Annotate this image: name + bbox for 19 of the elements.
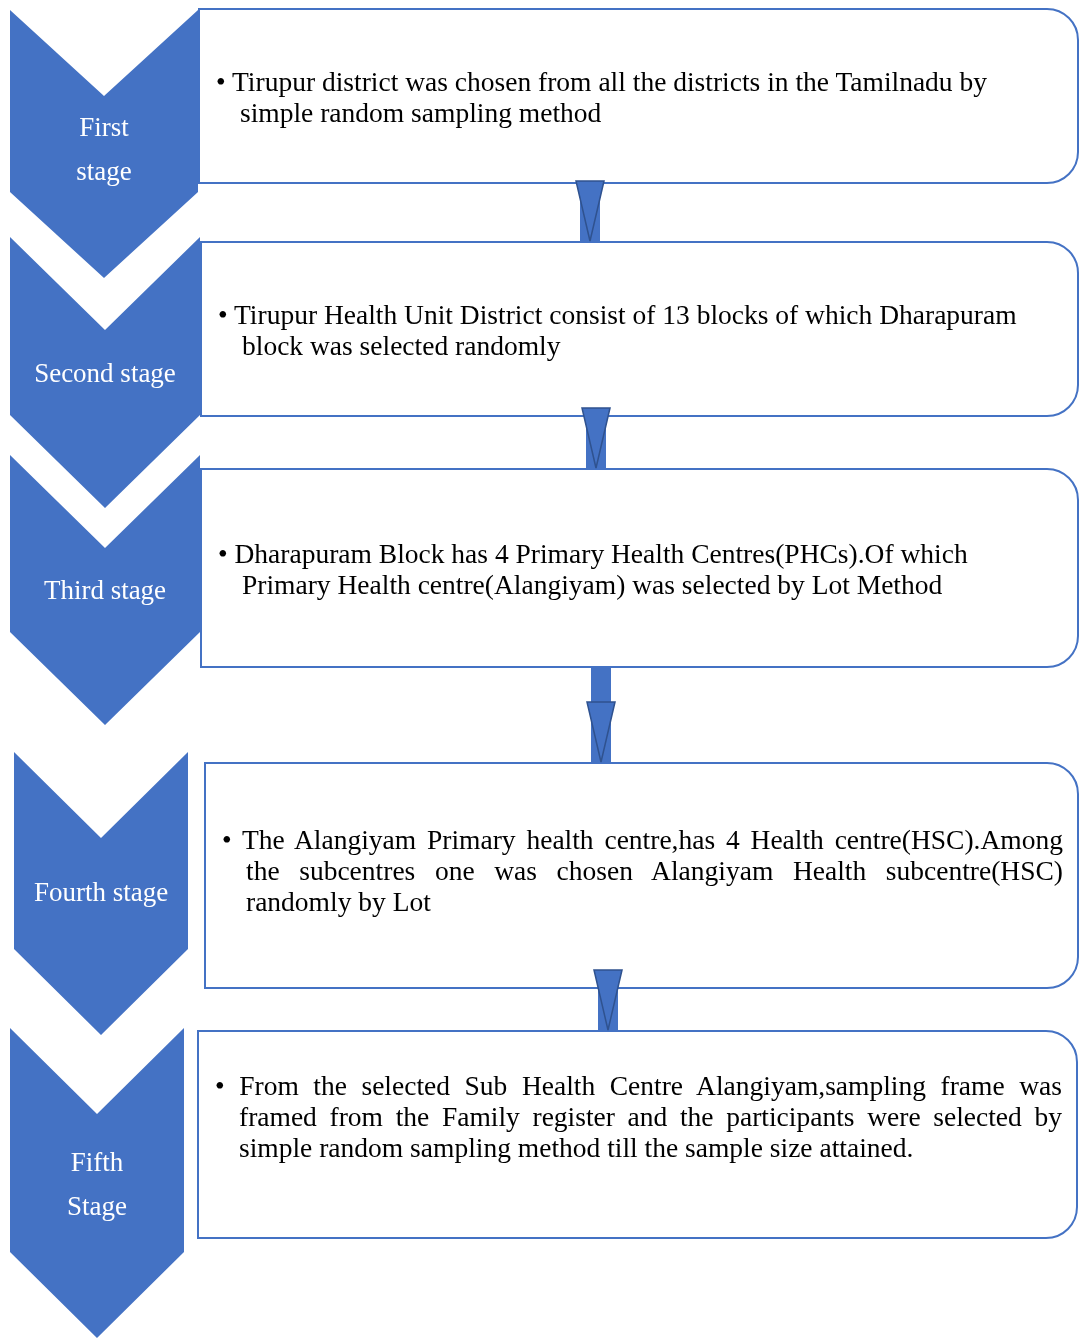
stage-label: Third stage: [42, 574, 168, 607]
stage-label: Fourth stage: [32, 876, 170, 909]
step-text-box: [204, 762, 1079, 989]
down-arrow: [575, 180, 605, 242]
step-description: • From the selected Sub Health Centre Alangiyam,sampling frame was framed from the Family register and the participants were selected by simple random sampling method till the sample size attained.: [214, 1070, 1063, 1163]
step-text-box: [200, 241, 1079, 417]
stage-label: Fifth Stage: [66, 1146, 128, 1223]
stage-label: First stage: [75, 111, 133, 188]
down-arrow: [581, 407, 611, 469]
down-arrow: [593, 969, 623, 1031]
stage-label: Second stage: [33, 357, 177, 390]
step-description: • Tirupur Health Unit District consist of 13 blocks of which Dharapuram block was selected randomly: [217, 299, 1018, 361]
step-text-box: [198, 8, 1079, 184]
step-description: • Tirupur district was chosen from all the districts in the Tamilnadu by simple random sampling method: [215, 66, 988, 128]
step-text-box: [197, 1030, 1078, 1239]
step-description: • The Alangiyam Primary health centre,has 4 Health centre(HSC).Among the subcentres one was chosen Alangiyam Health subcentre(HSC) randomly by Lot: [221, 824, 1064, 917]
step-description: • Dharapuram Block has 4 Primary Health Centres(PHCs).Of which Primary Health centre(Alangiyam) was selected by Lot Method: [217, 538, 969, 600]
down-arrow: [586, 668, 616, 763]
step-text-box: [200, 468, 1079, 668]
